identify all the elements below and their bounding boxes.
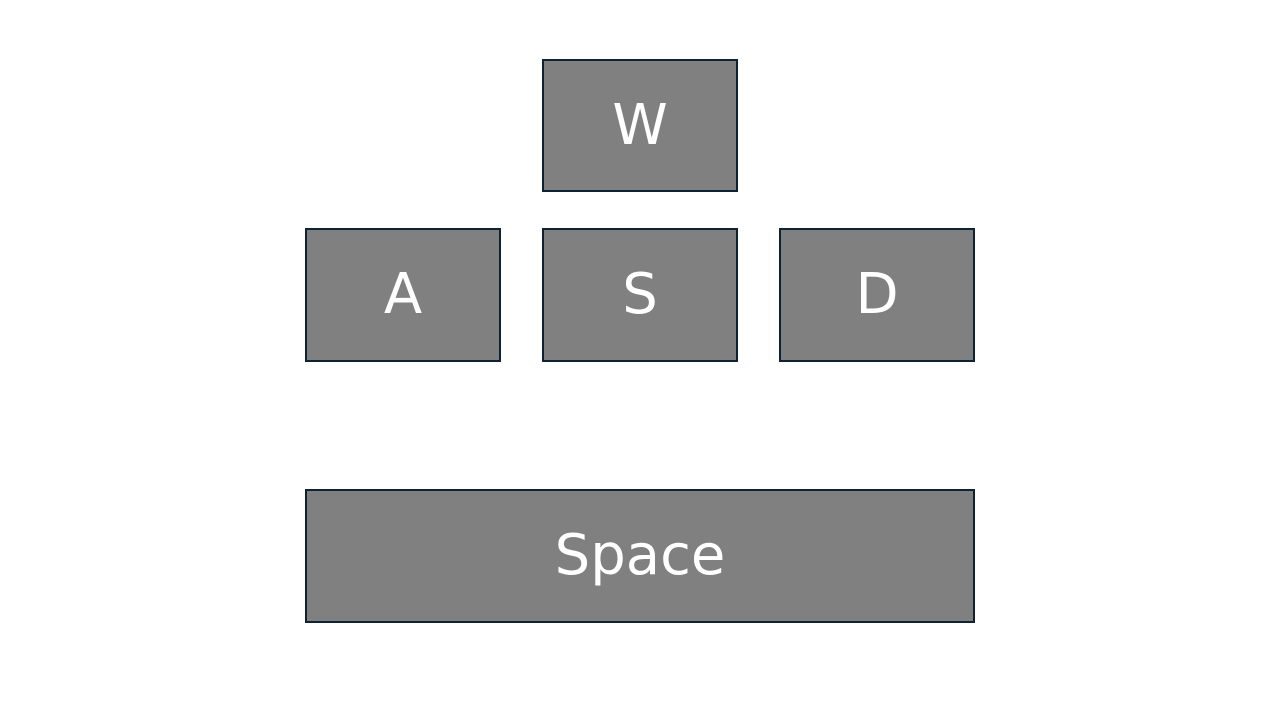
d-key[interactable]: D xyxy=(779,228,975,362)
s-key[interactable]: S xyxy=(542,228,738,362)
s-key-label: S xyxy=(622,262,658,327)
a-key[interactable]: A xyxy=(305,228,501,362)
space-key[interactable]: Space xyxy=(305,489,975,623)
d-key-label: D xyxy=(855,262,899,327)
w-key-label: W xyxy=(612,92,668,158)
a-key-label: A xyxy=(383,262,423,327)
w-key[interactable]: W xyxy=(542,59,738,192)
space-key-label: Space xyxy=(554,523,726,588)
